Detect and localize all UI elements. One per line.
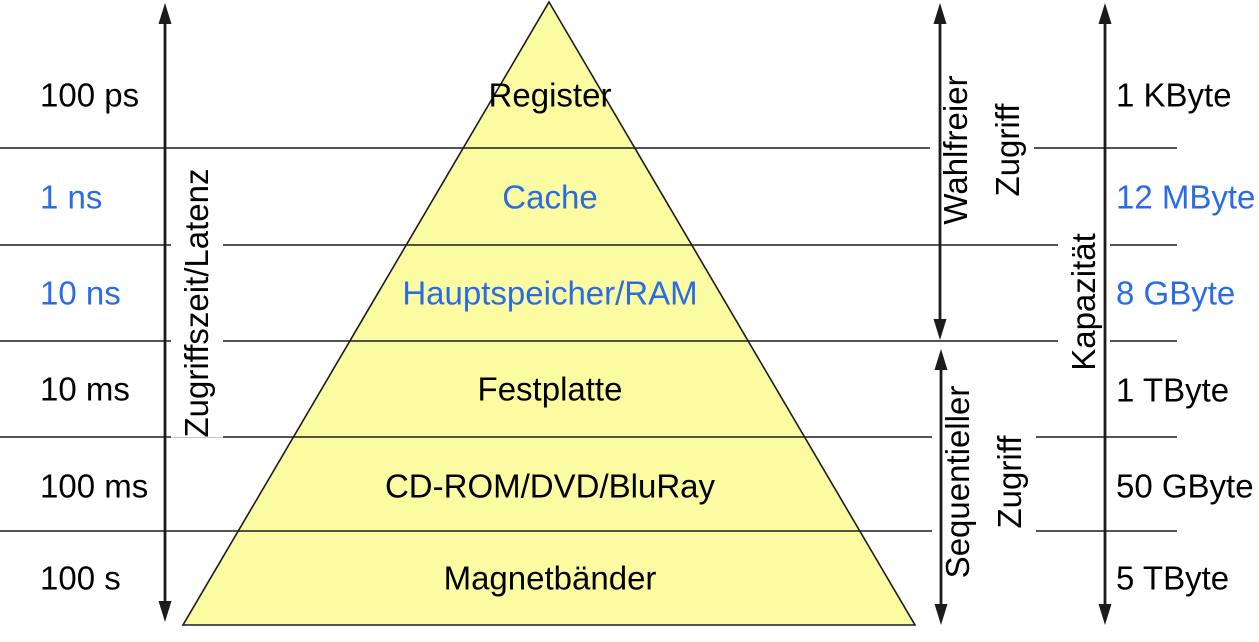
- latency-tick-100ms: 100 ms: [40, 467, 149, 505]
- latency-tick-100ps: 100 ps: [40, 76, 140, 114]
- pyramid-level-hauptspeicher: Hauptspeicher/RAM: [402, 274, 698, 312]
- capacity-tick-5tbyte: 5 TByte: [1116, 559, 1230, 597]
- latency-tick-10ms: 10 ms: [40, 370, 130, 408]
- latency-axis-label: Zugriffszeit/Latenz: [171, 168, 223, 438]
- capacity-tick-1kbyte: 1 KByte: [1116, 76, 1232, 114]
- sequential-access-label-line2: Zugriff: [991, 435, 1028, 529]
- random-access-label-line2: Zugriff: [989, 103, 1026, 197]
- pyramid-level-festplatte: Festplatte: [477, 370, 623, 408]
- sequential-access-label-line1: Sequentieller: [939, 385, 976, 579]
- capacity-tick-1tbyte: 1 TByte: [1116, 371, 1230, 409]
- random-access-label-line1: Wahlfreier: [937, 75, 974, 225]
- pyramid-shape: [181, 0, 917, 626]
- pyramid-level-magnetbaender: Magnetbänder: [443, 559, 657, 597]
- sequential-access-label: Sequentieller Zugriff: [932, 385, 1036, 579]
- capacity-axis-label: Kapazität: [1058, 233, 1110, 371]
- latency-tick-10ns: 10 ns: [40, 274, 121, 312]
- pyramid-level-cache: Cache: [502, 178, 598, 216]
- latency-tick-100s: 100 s: [40, 559, 121, 597]
- latency-tick-1ns: 1 ns: [40, 178, 103, 216]
- random-access-label: Wahlfreier Zugriff: [930, 75, 1034, 225]
- capacity-tick-12mbyte: 12 MByte: [1116, 178, 1256, 216]
- pyramid-level-cdrom: CD-ROM/DVD/BluRay: [384, 467, 716, 505]
- pyramid-level-register: Register: [488, 76, 612, 114]
- capacity-tick-50gbyte: 50 GByte: [1116, 467, 1254, 505]
- capacity-tick-8gbyte: 8 GByte: [1116, 274, 1236, 312]
